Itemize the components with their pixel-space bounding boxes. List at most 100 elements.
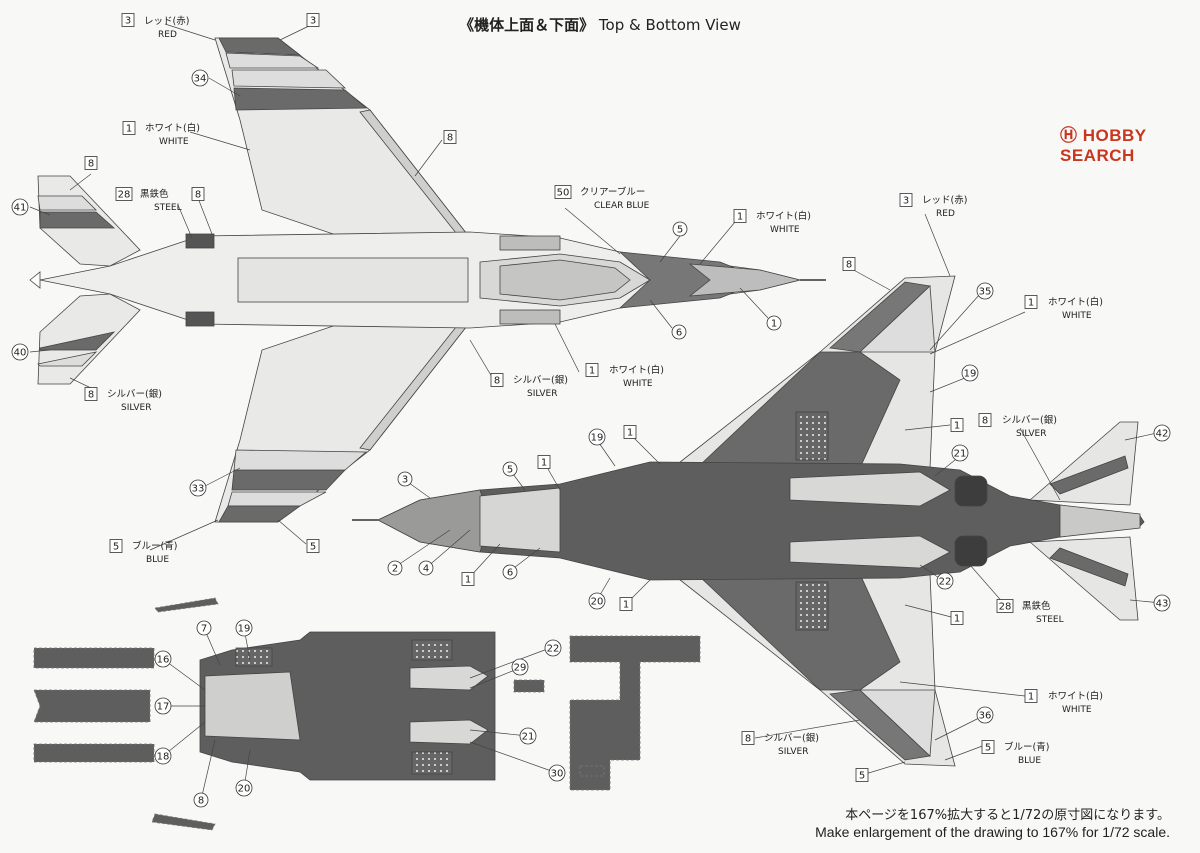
callout-c5f: 5	[855, 768, 869, 782]
callout-c1c: 1	[766, 315, 782, 331]
callout-color-jp: ホワイト(白)	[609, 364, 664, 376]
callout-c43: 43	[1153, 594, 1171, 612]
callout-number: 1	[771, 319, 777, 330]
callout-c18: 18	[154, 747, 172, 765]
callout-color-jp: シルバー(銀)	[107, 388, 162, 400]
callout-c21b: 21	[519, 727, 537, 745]
callout-number: 1	[623, 600, 629, 611]
callout-box	[623, 425, 637, 439]
callout-number: 1	[737, 212, 743, 223]
callout-number: 1	[627, 428, 633, 439]
callout-circle	[502, 461, 518, 477]
callout-c41: 41	[11, 198, 29, 216]
callout-color-en: SILVER	[778, 747, 809, 757]
callout-box	[1024, 295, 1038, 309]
callout-color-en: SILVER	[527, 389, 558, 399]
callout-box	[121, 13, 135, 27]
callout-box	[733, 209, 747, 223]
callout-color-jp: 黒鉄色	[140, 188, 169, 200]
callout-color-jp: シルバー(銀)	[1002, 414, 1057, 426]
callout-box	[950, 418, 964, 432]
title-en: Top & Bottom View	[598, 16, 741, 34]
callout-c42: 42	[1153, 424, 1171, 442]
callout-color-jp: クリアーブルー	[580, 186, 645, 198]
callout-box	[741, 731, 755, 745]
callout-number: 8	[745, 734, 751, 745]
callout-number: 36	[979, 711, 992, 722]
callout-c6a: 6	[671, 324, 687, 340]
callout-color-en: BLUE	[146, 555, 169, 565]
title-jp: 《機体上面＆下面》	[459, 16, 595, 34]
callout-number: 8	[88, 390, 94, 401]
callout-color-en: BLUE	[1018, 756, 1041, 766]
callout-number: 8	[88, 159, 94, 170]
page-title: 《機体上面＆下面》 Top & Bottom View	[0, 14, 1200, 35]
callout-box	[1024, 689, 1038, 703]
callout-number: 34	[194, 74, 207, 85]
callout-circle	[936, 572, 954, 590]
callout-number: 19	[964, 369, 977, 380]
callout-color-en: CLEAR BLUE	[594, 201, 650, 211]
callout-number: 19	[238, 624, 251, 635]
callout-color-jp: シルバー(銀)	[764, 732, 819, 744]
callout-color-en: RED	[158, 30, 177, 40]
callout-c20b: 20	[235, 779, 253, 797]
callout-c21a: 21	[951, 444, 969, 462]
callout-number: 22	[939, 577, 952, 588]
callout-circle	[544, 639, 562, 657]
callout-circle	[588, 428, 606, 446]
callout-c8f: 8	[842, 257, 856, 271]
callout-box	[191, 187, 205, 201]
callout-box	[443, 130, 457, 144]
callout-circle	[235, 779, 253, 797]
watermark-logo-icon: Ⓗ	[1060, 126, 1078, 145]
callout-c5d: 5	[502, 461, 518, 477]
callout-circle	[196, 620, 212, 636]
callout-number: 16	[157, 655, 170, 666]
callout-circle	[961, 364, 979, 382]
callout-c8a: 8	[443, 130, 457, 144]
callout-c3d: 3	[397, 471, 413, 487]
callout-circle	[191, 69, 209, 87]
callout-circle	[588, 592, 606, 610]
callout-c8b: 8	[84, 156, 98, 170]
callout-c36: 36	[976, 706, 994, 724]
callout-number: 5	[113, 542, 119, 553]
callout-number: 41	[14, 203, 27, 214]
callout-c1g: 1	[623, 425, 637, 439]
callout-number: 43	[1156, 599, 1169, 610]
callout-number: 28	[118, 190, 131, 201]
callout-circle	[951, 444, 969, 462]
callout-c20a: 20	[588, 592, 606, 610]
top-view-aircraft	[29, 37, 826, 523]
callout-number: 8	[195, 190, 201, 201]
callout-circle	[1153, 424, 1171, 442]
callout-c2: 2	[387, 560, 403, 576]
callout-circle	[397, 471, 413, 487]
callout-color-en: SILVER	[121, 403, 152, 413]
callout-number: 1	[541, 458, 547, 469]
callout-c33: 33	[189, 479, 207, 497]
callout-color-jp: ホワイト(白)	[756, 210, 811, 222]
callout-leaders	[29, 23, 1163, 801]
callout-circle	[502, 564, 518, 580]
callout-color-jp: ブルー(青)	[1004, 741, 1049, 753]
callout-c3b: 3	[306, 13, 320, 27]
callout-number: 3	[125, 16, 131, 27]
callout-c6b: 6	[502, 564, 518, 580]
callout-circle	[671, 324, 687, 340]
callout-color-en: WHITE	[770, 225, 800, 235]
callout-c29: 29	[511, 658, 529, 676]
callout-number: 6	[507, 568, 513, 579]
callout-number: 19	[591, 433, 604, 444]
callout-number: 5	[507, 465, 513, 476]
